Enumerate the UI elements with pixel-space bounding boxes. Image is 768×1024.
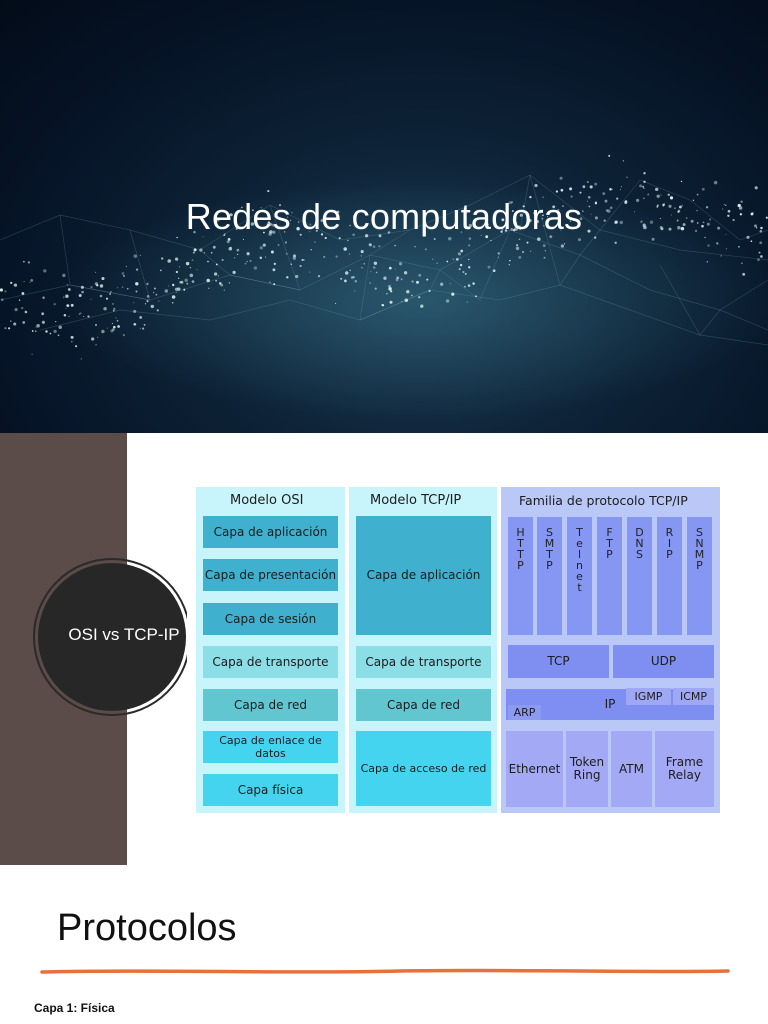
osi-vs-tcpip-slide: OSI vs TCP-IP Modelo OSI Capa de aplicac… [0,433,768,865]
protocol-ip-label: IP [604,697,616,711]
osi-layer: Capa de red [203,689,338,721]
protocol-udp: UDP [613,645,714,678]
protocols-slide: Protocolos Capa 1: Física [0,865,768,1024]
protocol-ethernet: Ethernet [506,731,563,807]
tcpip-title: Modelo TCP/IP [370,493,462,508]
osi-title: Modelo OSI [230,493,304,508]
protocol-frame-relay: Frame Relay [655,731,714,807]
family-title: Familia de protocolo TCP/IP [519,493,688,508]
osi-layer: Capa de enlace de datos [203,731,338,763]
protocol-igmp: IGMP [626,688,671,705]
osi-layer: Capa de presentación [203,559,338,591]
osi-layer: Capa de transporte [203,646,338,678]
title-underline [40,968,730,974]
protocols-title: Protocolos [57,907,237,949]
protocol-token-ring: Token Ring [566,731,608,807]
protocol-atm: ATM [611,731,652,807]
tcpip-layer: Capa de aplicación [356,516,491,635]
osi-layer: Capa de sesión [203,603,338,635]
tcpip-model-column: Modelo TCP/IP Capa de aplicación Capa de… [349,487,497,813]
tcpip-layer: Capa de acceso de red [356,731,491,806]
osi-layer: Capa física [203,774,338,806]
layer-heading: Capa 1: Física [34,1001,115,1015]
osi-model-column: Modelo OSI Capa de aplicación Capa de pr… [196,487,345,813]
protocol-arp: ARP [508,705,541,720]
tcpip-layer: Capa de transporte [356,646,491,678]
presentation-title: Redes de computadoras [185,196,583,237]
tcpip-layer: Capa de red [356,689,491,721]
circle-label: OSI vs TCP-IP [68,625,180,644]
title-slide: Redes de computadoras [0,0,768,433]
protocol-tcp: TCP [508,645,609,678]
protocol-icmp: ICMP [673,688,714,705]
osi-layer: Capa de aplicación [203,516,338,548]
network-background-graphic [0,154,768,420]
circle-disc [38,563,186,711]
protocol-family-column: Familia de protocolo TCP/IP TCP UDP IP A… [501,487,720,813]
